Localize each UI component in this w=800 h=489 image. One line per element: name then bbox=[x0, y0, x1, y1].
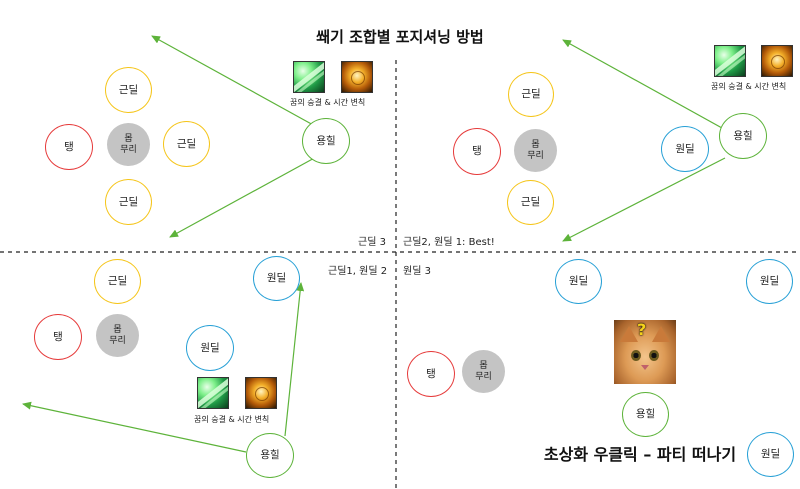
cat-eye bbox=[631, 350, 641, 361]
quadrant-label-best: 근딜2, 원딜 1: Best! bbox=[403, 237, 495, 248]
healer-circle: 용힐 bbox=[719, 113, 767, 159]
mob-pack-label-line1: 몹 bbox=[113, 325, 122, 336]
mob-pack-label-line2: 무리 bbox=[527, 150, 544, 161]
green-wing-icon bbox=[714, 45, 746, 77]
ranged-circle: 원딜 bbox=[746, 259, 793, 304]
melee-circle: 근딜 bbox=[508, 72, 554, 117]
leave-party-note: 초상화 우클릭 – 파티 떠나기 bbox=[543, 445, 737, 464]
ranged-circle: 원딜 bbox=[747, 432, 794, 477]
green-wing-icon bbox=[197, 377, 229, 409]
mob-pack-label-line2: 무리 bbox=[109, 335, 126, 346]
melee-circle: 근딜 bbox=[94, 259, 141, 304]
cat-eye bbox=[649, 350, 659, 361]
mob-pack-label-line1: 몹 bbox=[479, 361, 488, 372]
quadrant-label-melee1-ranged2: 근딜1, 원딜 2 bbox=[328, 266, 388, 277]
tank-circle: 탱 bbox=[34, 314, 82, 360]
diagram-title: 쐐기 조합별 포지셔닝 방법 bbox=[316, 28, 484, 46]
quadrant-label-melee-3: 근딜 3 bbox=[358, 237, 386, 248]
healer-circle: 용힐 bbox=[622, 392, 669, 437]
mob-pack-label-line2: 무리 bbox=[475, 371, 492, 382]
move-arrow-q2-down bbox=[562, 157, 726, 242]
move-arrow-q3-left bbox=[22, 401, 247, 453]
move-arrow-q2-up bbox=[562, 39, 723, 129]
orange-orb-icon bbox=[341, 61, 373, 93]
move-arrow-q3-up bbox=[284, 282, 305, 437]
healer-circle: 용힐 bbox=[246, 433, 294, 478]
melee-circle: 근딜 bbox=[105, 67, 152, 113]
ranged-circle: 원딜 bbox=[661, 126, 709, 172]
quadrant-label-ranged-3: 원딜 3 bbox=[403, 266, 431, 277]
mob-pack-label-line1: 몹 bbox=[531, 140, 540, 151]
skill-caption: 꿈의 숭결 & 시간 변칙 bbox=[711, 82, 787, 91]
question-mark: ? bbox=[637, 320, 647, 339]
ranged-circle: 원딜 bbox=[253, 256, 300, 301]
orange-orb-icon bbox=[761, 45, 793, 77]
tank-circle: 탱 bbox=[407, 351, 455, 397]
mob-pack-label-line1: 몹 bbox=[124, 134, 133, 145]
tank-circle: 탱 bbox=[453, 128, 501, 175]
skill-caption: 꿈의 숭결 & 시간 변칙 bbox=[290, 98, 366, 107]
cat-nose bbox=[641, 365, 649, 370]
melee-circle: 근딜 bbox=[507, 180, 554, 225]
tank-circle: 탱 bbox=[45, 124, 93, 170]
melee-circle: 근딜 bbox=[163, 121, 210, 167]
ranged-circle: 원딜 bbox=[555, 259, 602, 304]
cat-ear bbox=[620, 326, 638, 342]
melee-circle: 근딜 bbox=[105, 179, 152, 225]
green-wing-icon bbox=[293, 61, 325, 93]
cat-ear bbox=[652, 326, 670, 342]
move-arrow-q1-up bbox=[151, 35, 316, 127]
healer-circle: 용힐 bbox=[302, 118, 350, 164]
mob-pack-label-line2: 무리 bbox=[120, 144, 137, 155]
ranged-circle: 원딜 bbox=[186, 325, 234, 371]
orange-orb-icon bbox=[245, 377, 277, 409]
move-arrow-q1-down bbox=[169, 155, 319, 238]
skill-caption: 꿈의 숭결 & 시간 변칙 bbox=[194, 415, 270, 424]
cat-portrait-image: ? bbox=[614, 320, 676, 384]
